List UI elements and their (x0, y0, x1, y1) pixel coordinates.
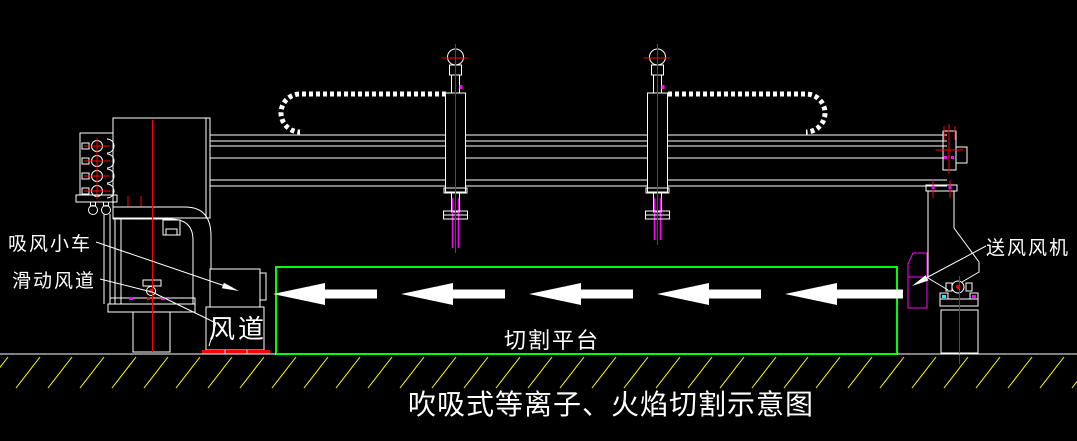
airflow-arrow (273, 283, 377, 305)
hatch-stroke (623, 356, 649, 389)
hatch-stroke (719, 356, 745, 389)
hatch-stroke (527, 356, 553, 389)
hatch-stroke (399, 356, 425, 389)
hatch-stroke (111, 356, 137, 389)
hatch-stroke (943, 356, 969, 389)
hatch-stroke (0, 356, 9, 369)
air-duct-box: 风道 (202, 268, 270, 354)
hatch-stroke (655, 356, 681, 389)
valve-row (81, 168, 115, 184)
suction-cart-label: 吸风小车 (8, 233, 92, 255)
hatch-stroke (463, 356, 489, 389)
hatch-stroke (495, 356, 521, 389)
hose-coil (88, 205, 98, 215)
valve-row (81, 183, 115, 199)
hatch-stroke (303, 356, 329, 389)
hatch-stroke (559, 356, 585, 389)
leader-arrowhead (221, 282, 239, 291)
leader-arrowhead (912, 275, 929, 286)
cutting-platform-label: 切割平台 (504, 329, 600, 354)
hatch-stroke (815, 356, 841, 389)
airflow-arrow (401, 283, 505, 305)
leader-line (95, 241, 226, 287)
drawing-title: 吹吸式等离子、火焰切割示意图 (408, 388, 814, 421)
hatch-stroke (175, 356, 201, 389)
cart-elbow-duct (112, 206, 212, 269)
torch-carriage-1 (441, 44, 468, 253)
duct-base (202, 350, 270, 354)
hatch-stroke (271, 356, 297, 389)
valve-row (81, 153, 115, 169)
hatch-stroke (687, 356, 713, 389)
hatch-stroke (751, 356, 777, 389)
hatch-stroke (367, 356, 393, 389)
gas-valve-panel (75, 132, 142, 304)
suction-cart (107, 120, 212, 353)
hatch-stroke (975, 356, 1001, 389)
hatch-stroke (431, 356, 457, 389)
hatch-stroke (143, 356, 169, 389)
gantry-beam (210, 134, 947, 187)
hatch-stroke (335, 356, 361, 389)
hatch-stroke (79, 356, 105, 389)
torch-carriage-2 (643, 44, 670, 245)
cutting-platform: 切割平台 (275, 266, 898, 355)
leader-line (925, 245, 987, 279)
cable-chain-left (278, 91, 446, 135)
hose-coil (101, 205, 111, 215)
hatch-stroke (239, 356, 265, 389)
supply-fan (907, 252, 928, 309)
airflow-arrow (785, 283, 903, 305)
drive-box (112, 117, 211, 219)
hatch-stroke (1007, 356, 1033, 389)
valve-row (81, 138, 115, 154)
supply-fan-label: 送风风机 (986, 237, 1070, 259)
cable-chain-right (668, 91, 828, 135)
air-duct-label: 风道 (209, 315, 267, 345)
ground-hatch (0, 356, 1077, 389)
hatch-stroke (879, 356, 905, 389)
hatch-stroke (591, 356, 617, 389)
leader-line (99, 278, 217, 347)
hatch-stroke (15, 356, 41, 389)
hatch-stroke (1071, 380, 1077, 389)
hatch-stroke (1039, 356, 1065, 389)
beam-end-cap (936, 124, 968, 174)
airflow-arrows (273, 283, 903, 305)
support-wheel (951, 280, 965, 294)
airflow-arrow (529, 283, 633, 305)
cart-pedestal (132, 311, 171, 353)
callouts: 吸风小车 滑动风道 送风风机 (8, 233, 1070, 347)
hatch-stroke (911, 356, 937, 389)
right-support (925, 180, 980, 364)
sliding-duct-label: 滑动风道 (12, 270, 96, 292)
hatch-stroke (47, 356, 73, 389)
hatch-stroke (783, 356, 809, 389)
hatch-stroke (847, 356, 873, 389)
airflow-arrow (657, 283, 761, 305)
hatch-stroke (207, 356, 233, 389)
